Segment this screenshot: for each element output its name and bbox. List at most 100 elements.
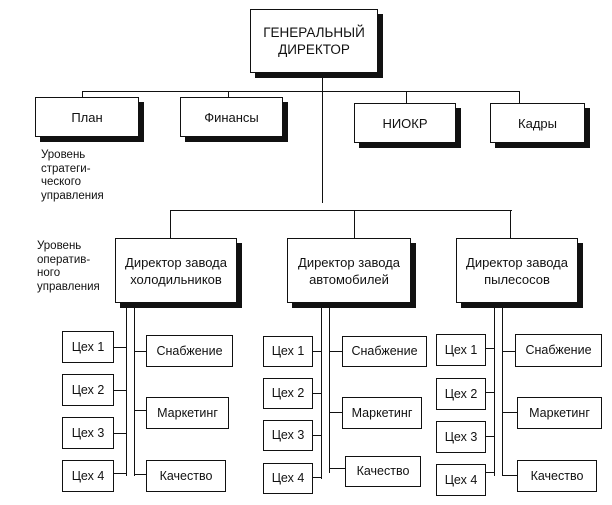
plant-director-cars: Директор завода автомобилей (287, 238, 411, 303)
connector (329, 303, 331, 473)
plant-title-line2: пылесосов (484, 271, 550, 287)
connector (114, 347, 126, 349)
connector (486, 392, 494, 394)
function-box: Маркетинг (146, 397, 229, 429)
workshop-label: Цех 2 (444, 386, 478, 401)
connector (134, 474, 146, 476)
unit-label: Кадры (518, 115, 557, 131)
plant-title-line2: холодильников (130, 271, 222, 287)
workshop-box: Цех 1 (62, 331, 114, 363)
general-director-box: ГЕНЕРАЛЬНЫЙ ДИРЕКТОР (250, 9, 378, 73)
workshop-box: Цех 1 (263, 336, 313, 367)
workshop-label: Цех 4 (444, 472, 478, 487)
label-line: Уровень (37, 240, 82, 252)
unit-finance: Финансы (180, 97, 283, 137)
function-box: Маркетинг (517, 397, 602, 429)
function-label: Качество (159, 468, 213, 483)
unit-plan: План (35, 97, 139, 137)
workshop-box: Цех 4 (263, 463, 313, 494)
connector (114, 433, 126, 435)
connector (228, 91, 230, 101)
function-label: Качество (356, 464, 410, 478)
connector (313, 351, 321, 353)
label-line: стратеги- (41, 162, 91, 175)
label-line: оператив- (37, 253, 91, 266)
connector (502, 303, 504, 476)
workshop-label: Цех 2 (71, 382, 105, 397)
connector (486, 472, 494, 474)
plant-title-line1: Директор завода (298, 254, 400, 270)
workshop-box: Цех 4 (436, 464, 486, 496)
connector (82, 91, 519, 93)
connector (82, 91, 84, 101)
workshop-label: Цех 4 (271, 471, 305, 485)
plant-title-line1: Директор завода (125, 254, 227, 270)
workshop-label: Цех 1 (444, 342, 478, 357)
function-label: Снабжение (525, 343, 592, 357)
connector (313, 393, 321, 395)
function-label: Снабжение (156, 343, 223, 358)
unit-label: Финансы (204, 109, 259, 125)
connector (502, 475, 517, 477)
connector (322, 73, 324, 203)
general-director-label-line1: ГЕНЕРАЛЬНЫЙ (263, 25, 365, 40)
label-line: ного (37, 267, 61, 279)
connector (134, 410, 146, 412)
workshop-label: Цех 1 (271, 344, 305, 358)
connector (170, 210, 172, 238)
label-line: управления (37, 280, 100, 293)
connector (502, 412, 517, 414)
function-box: Снабжение (515, 334, 602, 367)
connector (321, 303, 323, 479)
connector (502, 351, 515, 353)
workshop-box: Цех 4 (62, 460, 114, 492)
label-line: Уровень (41, 149, 86, 161)
connector (329, 468, 345, 470)
function-label: Маркетинг (351, 405, 413, 420)
workshop-label: Цех 4 (71, 468, 105, 483)
plant-director-vacuums: Директор завода пылесосов (456, 238, 578, 303)
connector (170, 210, 512, 212)
connector (126, 303, 128, 476)
connector (510, 210, 512, 238)
connector (329, 351, 342, 353)
workshop-box: Цех 3 (436, 421, 486, 453)
function-box: Маркетинг (342, 397, 422, 429)
connector (134, 303, 136, 476)
connector (486, 348, 494, 350)
workshop-box: Цех 2 (263, 378, 313, 409)
plant-director-fridges: Директор завода холодильников (115, 238, 237, 303)
connector (313, 477, 321, 479)
function-box: Качество (146, 460, 226, 492)
strategic-level-label: Уровень стратеги- ческого управления (41, 149, 104, 203)
function-label: Маркетинг (529, 405, 590, 420)
unit-label: НИОКР (382, 115, 428, 131)
connector (114, 390, 126, 392)
function-label: Маркетинг (157, 405, 218, 420)
plant-title-line2: автомобилей (309, 271, 389, 287)
workshop-box: Цех 2 (436, 378, 486, 410)
workshop-label: Цех 3 (444, 429, 478, 444)
connector (406, 91, 408, 109)
general-director-label-line2: ДИРЕКТОР (278, 42, 350, 57)
unit-label: План (71, 109, 103, 125)
label-line: ческого (41, 176, 82, 188)
function-label: Качество (530, 468, 584, 483)
connector (134, 351, 146, 353)
label-line: управления (41, 189, 104, 202)
connector (329, 412, 342, 414)
connector (354, 210, 356, 238)
connector (519, 91, 521, 109)
workshop-box: Цех 2 (62, 374, 114, 406)
workshop-box: Цех 3 (263, 420, 313, 451)
workshop-box: Цех 1 (436, 334, 486, 366)
function-box: Качество (517, 460, 597, 492)
workshop-label: Цех 3 (71, 425, 105, 440)
unit-rnd: НИОКР (354, 103, 456, 143)
function-box: Качество (345, 456, 421, 487)
connector (494, 303, 496, 476)
function-label: Снабжение (351, 344, 418, 358)
unit-hr: Кадры (490, 103, 585, 143)
workshop-label: Цех 3 (271, 428, 305, 442)
connector (114, 473, 126, 475)
